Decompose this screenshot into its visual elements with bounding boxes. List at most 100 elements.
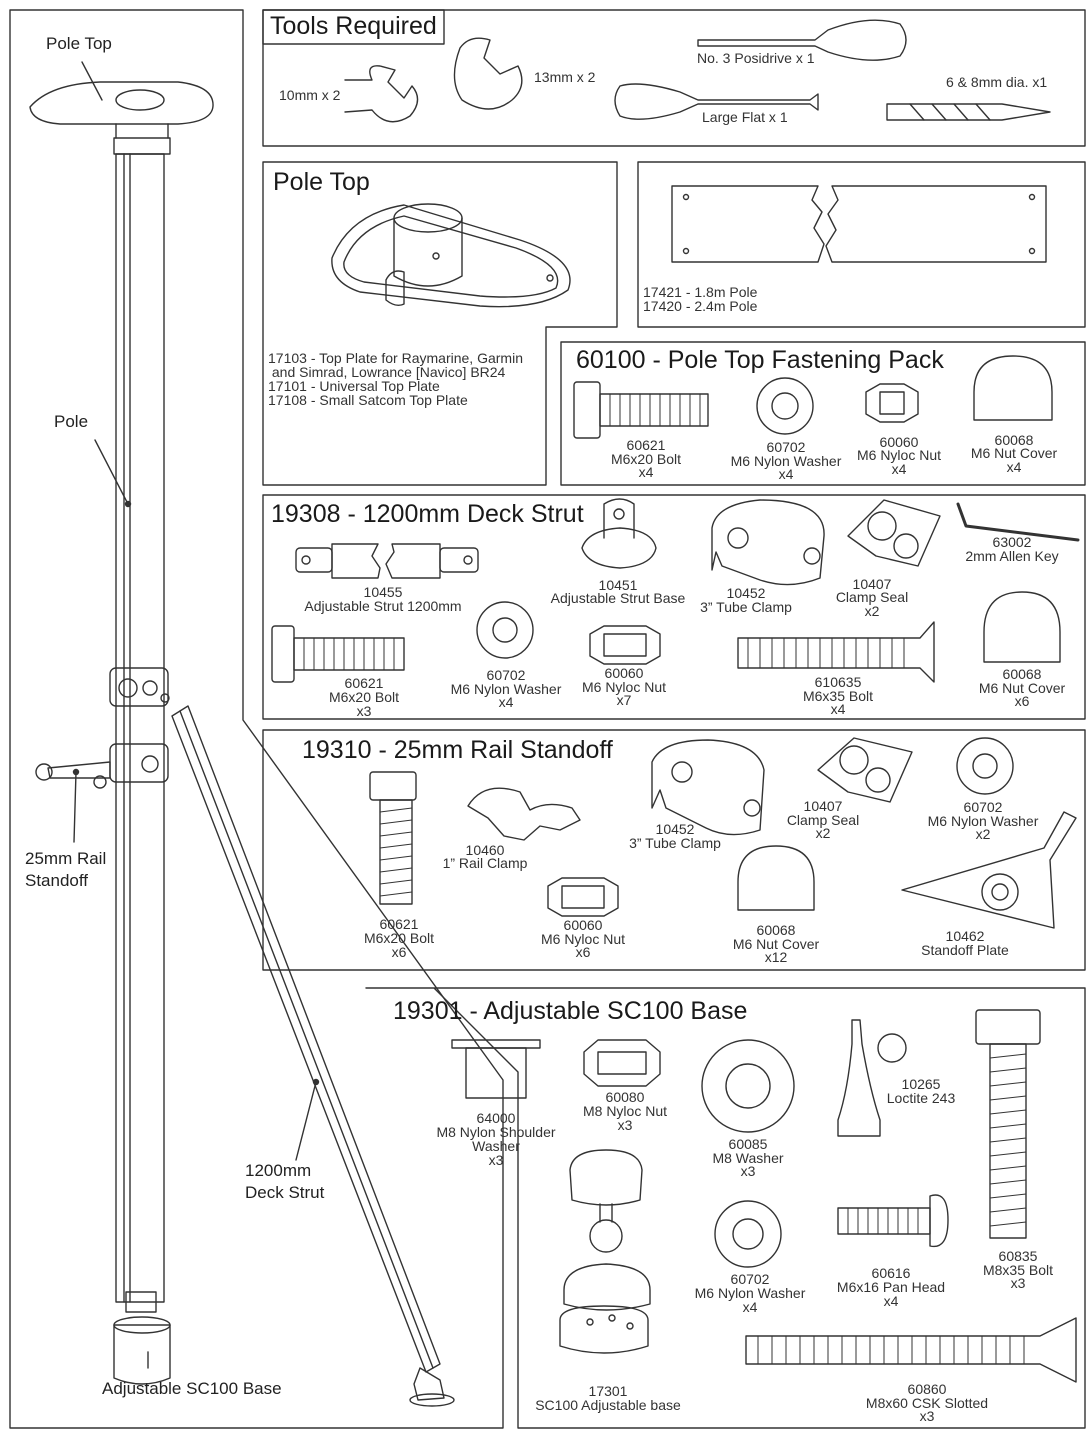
rs-item-code: 10460: [465, 842, 505, 858]
tool-wrench-13: 13mm x 2: [534, 69, 596, 85]
rs-item-code: 10407: [803, 798, 843, 814]
fp-item-name: M6 Nylon Washer: [730, 453, 842, 469]
ds-item-code: 60702: [486, 667, 526, 683]
sc-item-name: M8 Nyloc Nut: [582, 1103, 668, 1119]
sc-item-code: 60702: [730, 1271, 770, 1287]
rail-standoff-title: 19310 - 25mm Rail Standoff: [302, 736, 613, 764]
strut-clamp-drawing: [109, 667, 169, 707]
pole-drawing: [115, 153, 165, 1303]
label-base: Adjustable SC100 Base: [102, 1379, 282, 1398]
tools-box: [262, 9, 1086, 147]
sc-item-code: 64000: [476, 1110, 516, 1126]
rs-item-qty: x6: [391, 944, 407, 960]
ds-item-name: M6 Nyloc Nut: [581, 679, 667, 695]
label-rail-standoff: 25mm Rail Standoff: [25, 849, 107, 890]
ds-item-name: Adjustable Strut Base: [550, 590, 686, 606]
fp-item-code: 60068: [994, 432, 1034, 448]
fastening-pack-drawings: [573, 355, 1053, 439]
rs-item-qty: x2: [975, 826, 991, 842]
rs-item-name: M6 Nylon Washer: [927, 813, 1039, 829]
sc-item-code: 60616: [871, 1265, 911, 1281]
fastening-pack-title: 60100 - Pole Top Fastening Pack: [576, 346, 944, 374]
ds-item-code: 10452: [726, 585, 766, 601]
ds-item-qty: x4: [830, 701, 846, 717]
rail-standoff-box: [262, 729, 1086, 971]
rs-item-name: Clamp Seal: [786, 812, 860, 828]
posidrive-drawing: [697, 19, 907, 61]
pole-top-title: Pole Top: [273, 168, 370, 196]
ds-item-name: Adjustable Strut 1200mm: [304, 598, 462, 614]
sc-item-name: M6x16 Pan Head: [836, 1279, 946, 1295]
rs-item-code: 60060: [563, 917, 603, 933]
rs-item-code: 10462: [945, 928, 985, 944]
rs-item-qty: x2: [815, 825, 831, 841]
fp-item-name: M6 Nyloc Nut: [856, 447, 942, 463]
rs-item-name: M6 Nut Cover: [732, 936, 820, 952]
sc-item-name: M6 Nylon Washer: [694, 1285, 806, 1301]
tools-title-box: [262, 9, 445, 45]
top-plate-part-drawing: [331, 203, 571, 308]
label-deck-strut: 1200mm Deck Strut: [245, 1161, 325, 1202]
rs-item-name: 1” Rail Clamp: [442, 855, 528, 871]
deck-strut-title: 19308 - 1200mm Deck Strut: [271, 500, 584, 528]
fp-item-code: 60621: [626, 437, 666, 453]
ds-item-name: 3” Tube Clamp: [700, 599, 792, 615]
wrench-10-drawing: [344, 65, 419, 123]
rs-item-name: M6 Nyloc Nut: [540, 931, 626, 947]
sc-item-code: 60080: [605, 1089, 645, 1105]
sc-item-qty: x4: [883, 1293, 899, 1309]
fastening-pack-box: [560, 341, 1086, 486]
standoff-arm-drawing: [47, 761, 111, 779]
fp-item-name: M6x20 Bolt: [610, 451, 682, 467]
ds-item-name: Clamp Seal: [835, 589, 909, 605]
ds-item-qty: x2: [864, 603, 880, 619]
sc-item-code: 60860: [907, 1381, 947, 1397]
sc-item-name: Loctite 243: [886, 1090, 956, 1106]
ds-item-name: M6x20 Bolt: [328, 689, 400, 705]
drill-drawing: [886, 103, 1051, 121]
ds-item-name: M6x35 Bolt: [802, 688, 874, 704]
base-drawing: [113, 1324, 171, 1385]
sc-item-qty: x3: [1010, 1275, 1026, 1291]
sc-item-qty: x3: [488, 1152, 504, 1168]
pole-line-2: 17420 - 2.4m Pole: [643, 298, 758, 314]
rs-item-qty: x12: [764, 949, 788, 965]
ds-item-code: 63002: [992, 534, 1032, 550]
tool-drill: 6 & 8mm dia. x1: [946, 74, 1048, 90]
top-plate-drawing: [29, 81, 214, 125]
sc-item-name: M8 Washer: [712, 1150, 784, 1166]
ds-item-code: 60060: [604, 665, 644, 681]
ds-item-name: M6 Nut Cover: [978, 680, 1066, 696]
ds-item-name: M6 Nylon Washer: [450, 681, 562, 697]
deck-strut-box: [262, 494, 1086, 720]
ds-item-code: 10455: [363, 584, 403, 600]
sc-item-code: 10265: [901, 1076, 941, 1092]
rs-item-code: 60702: [963, 799, 1003, 815]
sc-item-code: 60835: [998, 1248, 1038, 1264]
wrench-13-drawing: [453, 37, 523, 110]
pole-part-drawing: [671, 185, 1047, 263]
pole-box: [637, 161, 1086, 328]
label-pole: Pole: [54, 412, 89, 431]
ds-item-code: 60621: [344, 675, 384, 691]
sc-item-code: 60085: [728, 1136, 768, 1152]
ds-item-code: 60068: [1002, 666, 1042, 682]
pole-top-box: [262, 161, 618, 486]
rs-item-name: 3” Tube Clamp: [629, 835, 721, 851]
rail-standoff-drawings: [369, 737, 1077, 929]
fp-item-name: M6 Nut Cover: [970, 445, 1058, 461]
ds-item-qty: x4: [498, 694, 514, 710]
rs-item-code: 60621: [379, 916, 419, 932]
sc-item-name: M8x60 CSK Slotted: [865, 1395, 989, 1411]
sc-item-name: M8 Nylon Shoulder Washer: [436, 1124, 556, 1154]
pole-top-line-4: 17108 - Small Satcom Top Plate: [268, 392, 468, 408]
fp-item-qty: x4: [1006, 459, 1022, 475]
ds-item-qty: x7: [616, 692, 632, 708]
rs-item-name: M6x20 Bolt: [363, 930, 435, 946]
sc100-title: 19301 - Adjustable SC100 Base: [393, 997, 748, 1025]
sc100-drawings: [451, 1009, 1077, 1383]
pole-top-line-1: 17103 - Top Plate for Raymarine, Garmin: [268, 350, 523, 366]
pole-top-line-3: 17101 - Universal Top Plate: [268, 378, 440, 394]
tools-title: Tools Required: [270, 12, 437, 40]
